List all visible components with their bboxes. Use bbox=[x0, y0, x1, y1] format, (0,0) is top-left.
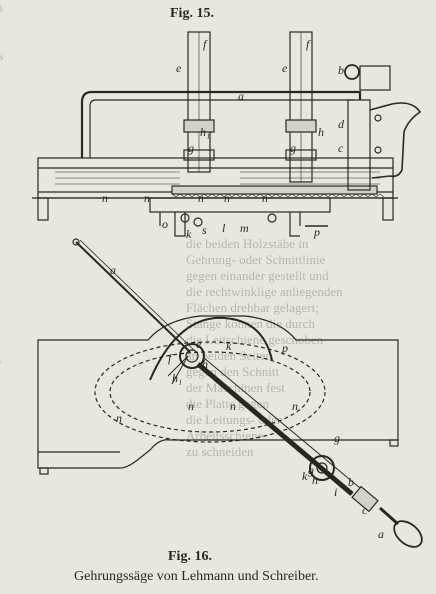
svg-text:b: b bbox=[338, 63, 344, 77]
svg-text:b: b bbox=[348, 475, 354, 489]
svg-text:f: f bbox=[168, 351, 173, 365]
svg-text:n: n bbox=[198, 191, 204, 205]
svg-text:g: g bbox=[308, 463, 314, 477]
svg-text:c: c bbox=[362, 503, 368, 517]
svg-text:g: g bbox=[188, 141, 194, 155]
svg-text:f: f bbox=[203, 37, 208, 51]
svg-text:p: p bbox=[313, 225, 320, 239]
bleed-line: aus bbox=[0, 48, 4, 63]
figure-caption: Gehrungssäge von Lehmann und Schreiber. bbox=[74, 569, 319, 584]
figure-16-label: Fig. 16. bbox=[168, 549, 212, 564]
figure-16-drawing: a e k f h h₁ n n n n g k h i b c a bbox=[37, 238, 423, 548]
svg-text:e: e bbox=[196, 337, 202, 351]
svg-text:h₁: h₁ bbox=[200, 125, 210, 139]
bleed-line: die beiden Holzstäbe in bbox=[186, 236, 309, 251]
bleed-line: ms bbox=[0, 352, 46, 368]
bleed-line: der Maschinen fest bbox=[186, 380, 285, 395]
svg-text:i: i bbox=[334, 485, 337, 499]
svg-text:e: e bbox=[282, 61, 288, 75]
svg-text:n: n bbox=[292, 399, 298, 413]
svg-text:k: k bbox=[302, 469, 308, 483]
bleed-line: Stange können die durch bbox=[186, 316, 315, 331]
svg-text:n: n bbox=[230, 399, 236, 413]
svg-text:g: g bbox=[290, 141, 296, 155]
svg-text:g: g bbox=[334, 431, 340, 445]
svg-text:d: d bbox=[338, 117, 345, 131]
svg-text:n: n bbox=[144, 191, 150, 205]
svg-text:n: n bbox=[224, 191, 230, 205]
svg-text:a: a bbox=[238, 89, 244, 103]
bleed-line: die rechtwinklige anliegenden bbox=[186, 284, 343, 299]
bleed-line: an beiden Seiten bbox=[186, 348, 272, 363]
bleed-line: gegen einander gestellt und bbox=[186, 268, 329, 283]
svg-text:e: e bbox=[176, 61, 182, 75]
svg-text:m: m bbox=[240, 221, 249, 235]
svg-text:h: h bbox=[202, 357, 208, 371]
svg-text:o: o bbox=[162, 217, 168, 231]
svg-text:l: l bbox=[222, 221, 226, 235]
svg-text:k: k bbox=[186, 227, 192, 241]
svg-text:h: h bbox=[318, 125, 324, 139]
svg-text:n: n bbox=[188, 399, 194, 413]
figure-15-drawing: f f e e b a h₁ h d c g g n n n n n bbox=[32, 31, 422, 241]
svg-text:p: p bbox=[281, 341, 288, 355]
bleed-through-text-left: renegeeausina,kochstasoebechennsenzieeia… bbox=[0, 0, 46, 384]
svg-text:h: h bbox=[312, 473, 318, 487]
bleed-line: zu schneiden bbox=[186, 444, 254, 459]
svg-text:h₁: h₁ bbox=[172, 371, 182, 385]
svg-text:f: f bbox=[306, 37, 311, 51]
svg-text:a: a bbox=[378, 527, 384, 541]
bleed-line: ren bbox=[0, 0, 46, 16]
svg-text:s: s bbox=[202, 223, 207, 237]
svg-text:c: c bbox=[338, 141, 344, 155]
svg-text:a: a bbox=[110, 263, 116, 277]
bleed-line: Gehrung- oder Schnittlinie bbox=[186, 252, 326, 267]
bleed-line: Flächen drehbar gelagert; bbox=[186, 300, 319, 315]
figure-15-label: Fig. 15. bbox=[170, 6, 214, 21]
svg-text:k: k bbox=[226, 339, 232, 353]
bleed-line: die Leitschiene geschoben bbox=[186, 332, 324, 347]
svg-text:n: n bbox=[116, 411, 122, 425]
svg-text:n: n bbox=[262, 191, 268, 205]
svg-text:n: n bbox=[102, 191, 108, 205]
